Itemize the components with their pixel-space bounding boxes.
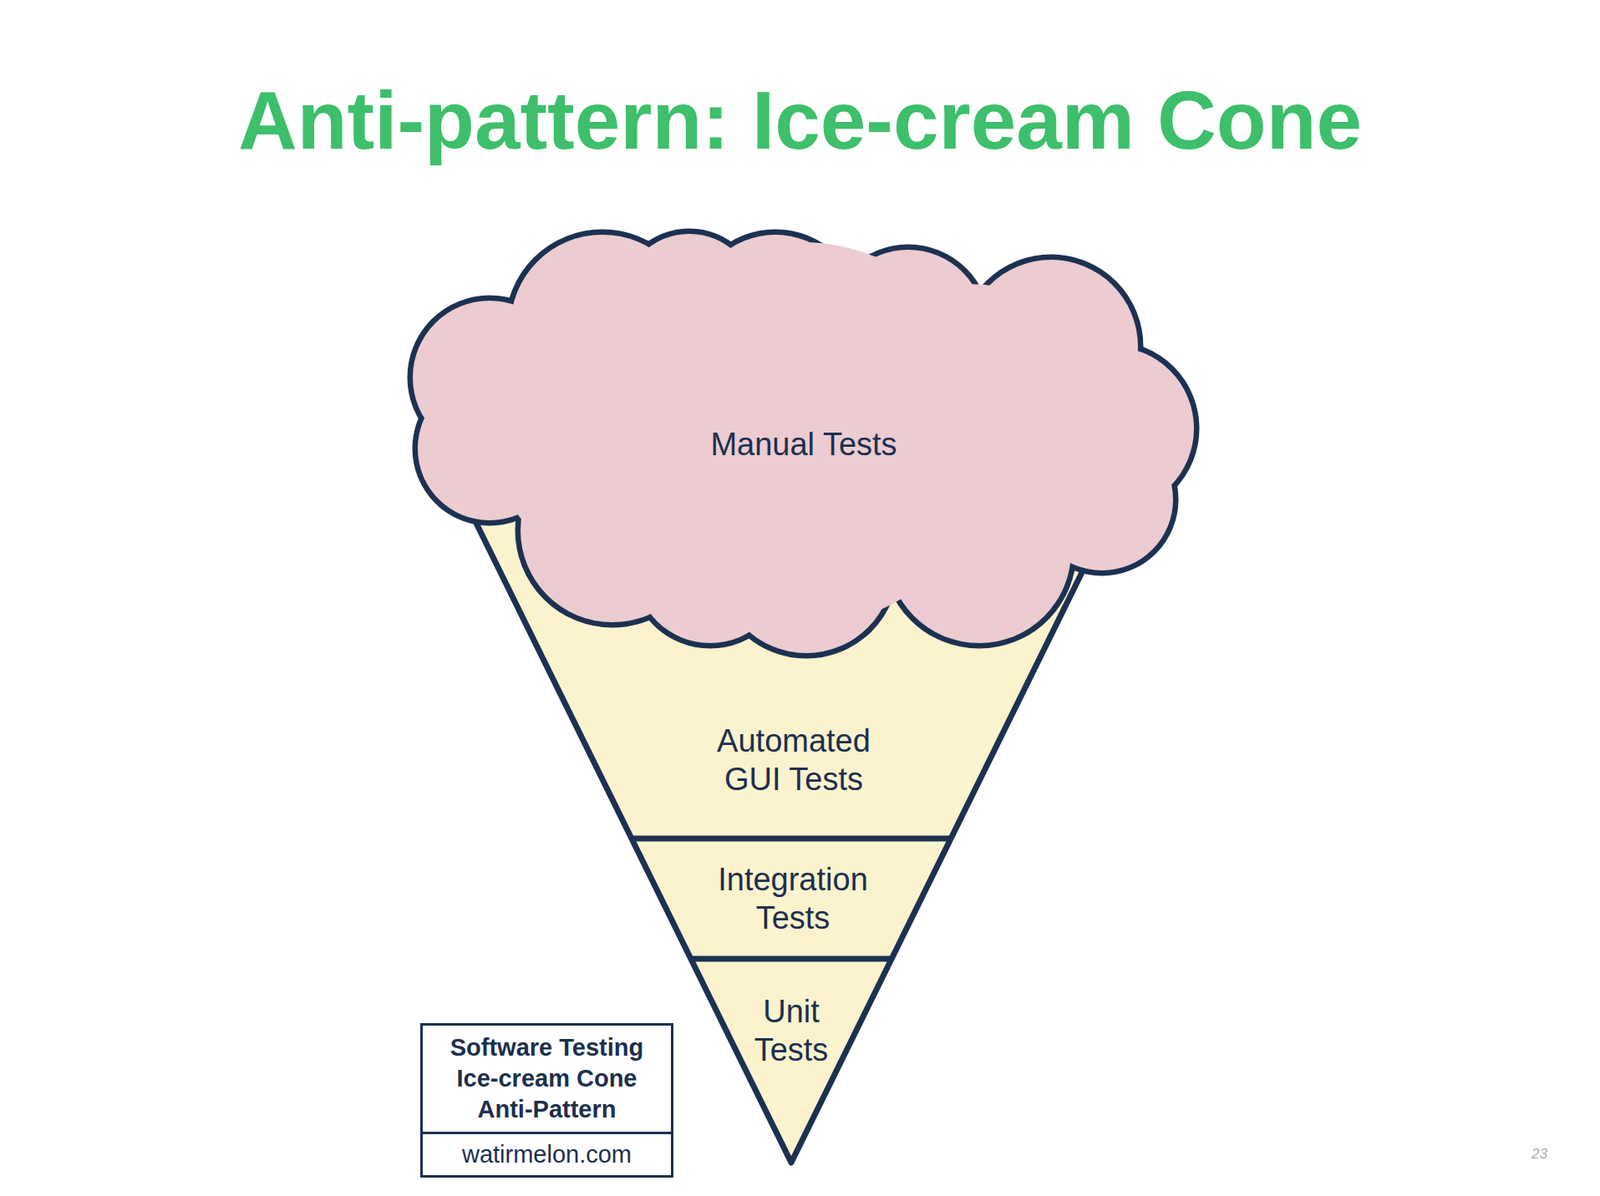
band-label: Integration Tests: [692, 860, 894, 938]
band-divider: [631, 836, 951, 843]
cloud-label: Manual Tests: [710, 425, 897, 464]
manual-tests-cloud: Manual Tests: [413, 234, 1194, 654]
band-divider: [690, 956, 892, 963]
source-box: Software Testing Ice-cream Cone Anti-Pat…: [420, 1023, 674, 1179]
cone-band: Integration Tests: [692, 860, 894, 938]
page-number: 23: [1531, 1146, 1548, 1164]
source-box-heading: Software Testing Ice-cream Cone Anti-Pat…: [422, 1026, 671, 1133]
cone-band: Unit Tests: [741, 992, 842, 1070]
diagram-title: Anti-pattern: Ice-cream Cone: [0, 71, 1600, 170]
band-label: Unit Tests: [741, 992, 842, 1070]
source-box-url: watirmelon.com: [422, 1132, 671, 1176]
band-label: Automated GUI Tests: [693, 721, 894, 799]
cone-band: Automated GUI Tests: [693, 721, 894, 799]
